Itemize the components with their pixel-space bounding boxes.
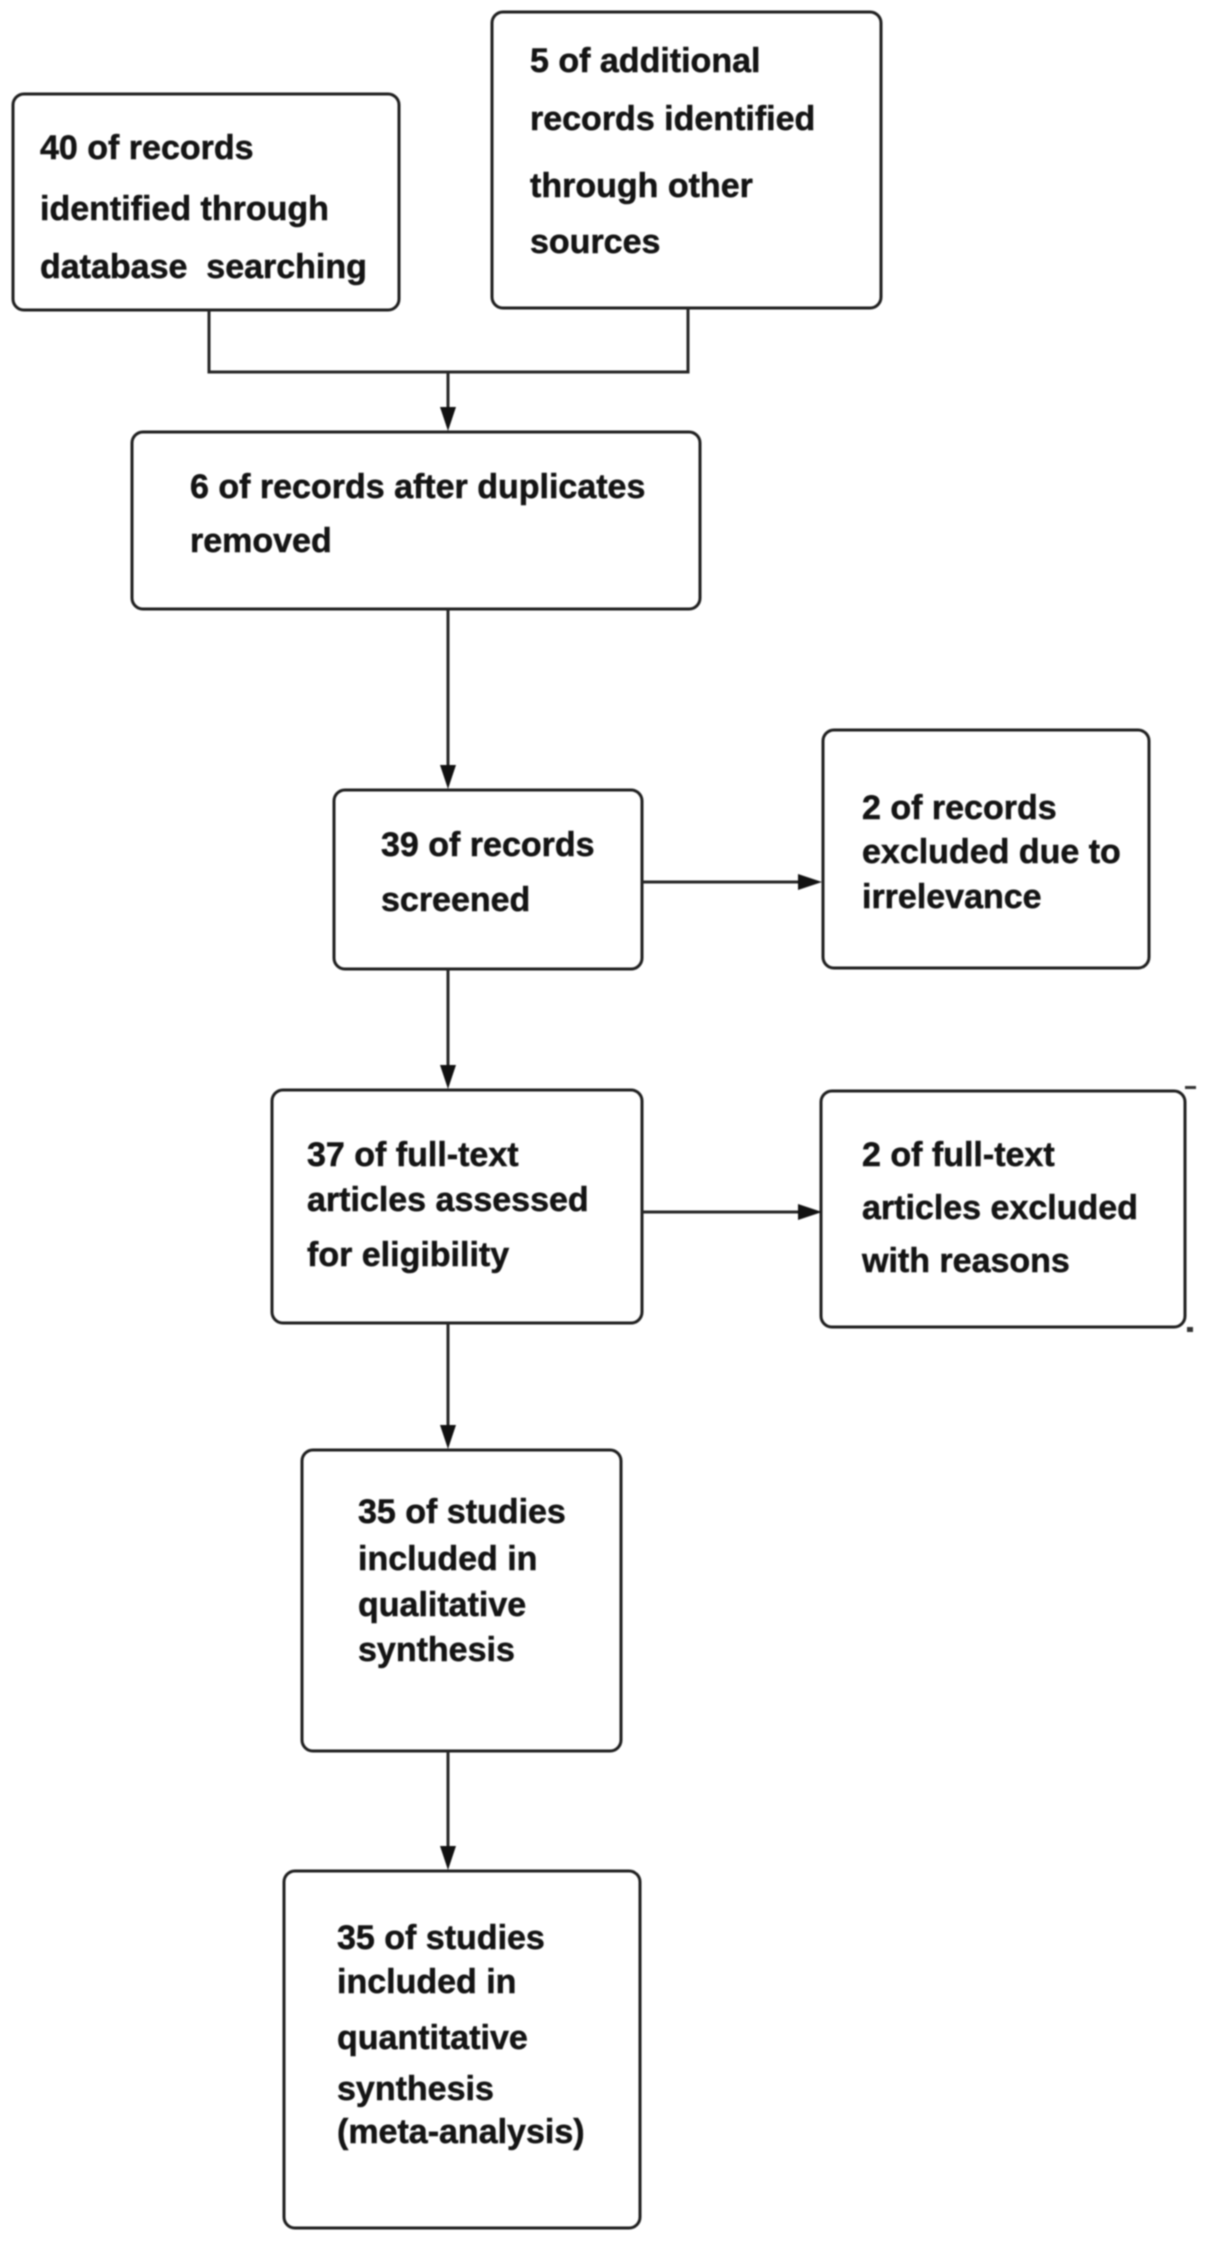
svg-text:synthesis: synthesis bbox=[358, 1631, 515, 1669]
svg-text:2 of full-text: 2 of full-text bbox=[862, 1136, 1055, 1174]
svg-text:37 of full-text: 37 of full-text bbox=[307, 1136, 519, 1174]
svg-text:sources: sources bbox=[530, 223, 660, 261]
svg-text:articles assessed: articles assessed bbox=[307, 1181, 589, 1219]
svg-text:2 of records: 2 of records bbox=[862, 789, 1057, 827]
svg-text:through other: through other bbox=[530, 167, 753, 205]
svg-text:39 of records: 39 of records bbox=[381, 826, 595, 864]
svg-text:records identified: records identified bbox=[530, 100, 815, 138]
svg-text:with reasons: with reasons bbox=[861, 1242, 1070, 1280]
svg-text:5 of additional: 5 of additional bbox=[530, 42, 760, 80]
svg-text:identified through: identified through bbox=[40, 190, 329, 228]
svg-text:(meta-analysis): (meta-analysis) bbox=[337, 2113, 585, 2151]
svg-text:35 of studies: 35 of studies bbox=[337, 1919, 545, 1957]
svg-text:qualitative: qualitative bbox=[358, 1586, 526, 1624]
svg-text:40 of records: 40 of records bbox=[40, 129, 254, 167]
svg-text:for eligibility: for eligibility bbox=[307, 1236, 509, 1274]
svg-text:35 of studies: 35 of studies bbox=[358, 1493, 566, 1531]
svg-text:included in: included in bbox=[358, 1540, 537, 1578]
svg-text:excluded due to: excluded due to bbox=[862, 833, 1121, 871]
svg-text:removed: removed bbox=[190, 522, 332, 560]
svg-text:quantitative: quantitative bbox=[337, 2019, 528, 2057]
svg-text:irrelevance: irrelevance bbox=[862, 878, 1042, 916]
svg-text:included in: included in bbox=[337, 1963, 516, 2001]
svg-text:screened: screened bbox=[381, 881, 530, 919]
svg-text:articles excluded: articles excluded bbox=[862, 1189, 1138, 1227]
svg-text:6 of records after duplicates: 6 of records after duplicates bbox=[190, 468, 645, 506]
svg-text:database searching: database searching bbox=[40, 248, 367, 286]
svg-text:synthesis: synthesis bbox=[337, 2070, 494, 2108]
